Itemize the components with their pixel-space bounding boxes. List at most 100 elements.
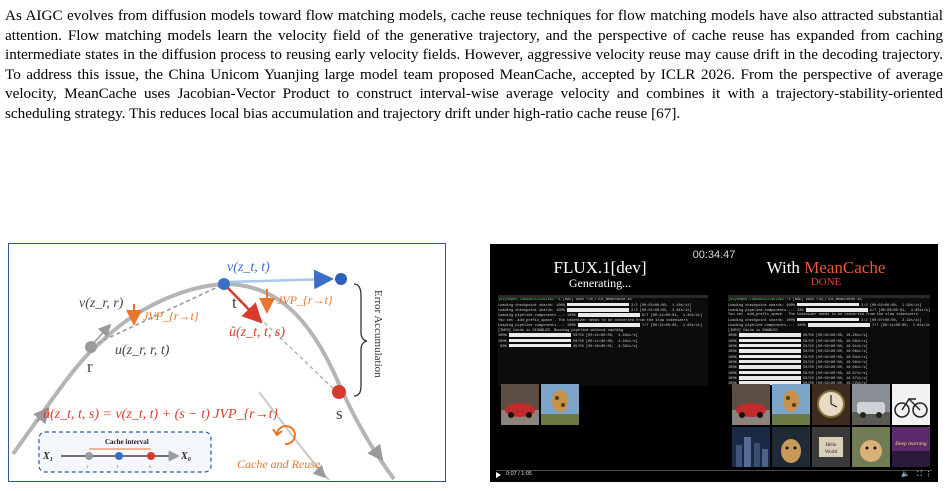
error-brace bbox=[353, 283, 368, 397]
terminal-line: 100% 50/50 [00:02<00:00, 16.06it/s] bbox=[728, 365, 868, 370]
elapsed-timer: 00:34.47 bbox=[692, 249, 736, 261]
terminal-line: 100% 50/50 [00:02<00:00, 16.09it/s] bbox=[728, 359, 868, 365]
label-error-accumulation: Error Accumulation bbox=[372, 290, 384, 378]
terminal-line: Loading checkpoint shards: 100% 2/2 [00:… bbox=[728, 317, 922, 323]
left-panel-title: FLUX.1[dev] bbox=[553, 258, 647, 277]
terminal-progress-bar bbox=[738, 343, 801, 348]
thumb-hello-world: Hello World bbox=[812, 427, 850, 467]
terminal-line: Loading pipeline components...: 100% 6/7… bbox=[498, 313, 703, 319]
svg-text:Hello: Hello bbox=[825, 443, 837, 448]
terminal-line: 100% 50/50 [00:02<00:00, 16.07it/s] bbox=[728, 375, 868, 381]
terminal-line: Loading pipeline components...: 100% 7/7… bbox=[498, 323, 703, 328]
terminal-line: Loading checkpoint shards: 100% 2/2 [00:… bbox=[498, 302, 692, 308]
left-terminal: jovyan@nb-1869883521361682:~$ [BAD] bash… bbox=[498, 295, 708, 386]
terminal-progress-bar bbox=[577, 323, 640, 327]
terminal-line: Loading checkpoint shards: 100% 2/2 [00:… bbox=[498, 307, 692, 313]
thumb-puppy bbox=[852, 427, 890, 467]
label-jvp-left: JVP_{r→t} bbox=[143, 309, 199, 323]
meancache-diagram: v(z_r, r) JVP_{r→t} u(z_r, r, t) r v(z_t… bbox=[8, 243, 446, 482]
terminal-progress-bar bbox=[738, 338, 801, 343]
point-r-marker bbox=[85, 341, 97, 353]
terminal-progress-bar bbox=[738, 333, 801, 337]
terminal-progress-bar bbox=[797, 302, 860, 307]
terminal-progress-bar bbox=[508, 333, 571, 337]
terminal-line: 100% 50/50 [00:02<00:00, 16.07it/s] bbox=[728, 370, 868, 376]
terminal-progress-bar bbox=[508, 338, 571, 343]
video-progress[interactable] bbox=[496, 470, 932, 471]
fullscreen-icon[interactable]: ⛶ bbox=[917, 470, 922, 478]
terminal-progress-bar bbox=[797, 317, 860, 322]
trajectory-svg: v(z_r, r) JVP_{r→t} u(z_r, r, t) r v(z_t… bbox=[11, 260, 396, 481]
target-marker bbox=[335, 273, 347, 285]
velocity-arrow bbox=[226, 269, 334, 290]
terminal-progress-bar bbox=[805, 307, 868, 312]
thumb-clock bbox=[812, 384, 850, 425]
legend-t: t bbox=[117, 465, 119, 470]
terminal-progress-bar bbox=[738, 359, 801, 364]
play-icon[interactable] bbox=[496, 472, 501, 478]
thumb-skyline bbox=[732, 427, 770, 467]
terminal-line: Loading pipeline components...: 100% 7/7… bbox=[728, 323, 930, 328]
terminal-progress-bar bbox=[738, 354, 801, 359]
terminal-progress-bar bbox=[807, 323, 870, 327]
svg-text:World: World bbox=[825, 450, 838, 455]
volume-icon[interactable]: 🔈 bbox=[901, 470, 910, 478]
legend-x1: X₁ bbox=[42, 451, 53, 462]
legend-s: s bbox=[149, 465, 151, 470]
terminal-line: [INFO] Cache is ENABLED bbox=[728, 328, 780, 333]
thumb-car-left bbox=[501, 384, 539, 425]
terminal-line: 90% 45/50 [00:10<00:01, 4.39it/s] bbox=[498, 343, 638, 349]
thumb-giraffe bbox=[772, 384, 810, 425]
label-point-t: t bbox=[232, 293, 237, 312]
legend-title: Cache interval bbox=[105, 438, 149, 446]
label-v-zt: v(z_t, t) bbox=[227, 260, 270, 275]
terminal-line: Loading pipeline components...: 33% 1/7 … bbox=[728, 307, 930, 313]
thumb-deep-learning: Deep learning bbox=[892, 427, 930, 467]
svg-text:Deep learning: Deep learning bbox=[894, 441, 927, 447]
thumb-giraffe-left bbox=[541, 384, 579, 425]
label-jvp-right: JVP_{r→t} bbox=[277, 293, 333, 307]
terminal-command-line: jovyan@nb-1869883521361682:~$ [BAD] bash… bbox=[498, 298, 632, 302]
terminal-command-line: jovyan@nb-1869883521361682:~$ [BAD] bash… bbox=[728, 298, 862, 302]
video-time: 0:07 / 1:05 bbox=[506, 471, 532, 477]
terminal-line: 100% 50/50 [00:02<00:00, 16.91it/s] bbox=[728, 343, 868, 349]
left-panel-status: Generating... bbox=[568, 276, 632, 290]
terminal-progress-bar bbox=[577, 313, 640, 317]
video-controls: 0:07 / 1:05 🔈 ⛶ ⋮ bbox=[490, 468, 938, 482]
point-t-marker bbox=[218, 278, 230, 290]
thumb-vintage-car bbox=[852, 384, 890, 425]
terminal-progress-bar bbox=[738, 381, 801, 385]
right-panel-status: DONE bbox=[810, 276, 842, 288]
more-options-icon[interactable]: ⋮ bbox=[925, 470, 932, 478]
terminal-progress-bar bbox=[738, 349, 801, 353]
point-s-marker bbox=[332, 385, 346, 399]
legend-r: r bbox=[87, 465, 89, 470]
body-paragraph: As AIGC evolves from diffusion models to… bbox=[5, 7, 943, 122]
terminal-line: Loading checkpoint shards: 100% 2/2 [00:… bbox=[728, 302, 922, 308]
label-u-zr: u(z_r, r, t) bbox=[115, 343, 170, 358]
thumb-car bbox=[732, 384, 770, 425]
terminal-progress-bar bbox=[567, 307, 630, 312]
uhat-arrow bbox=[225, 285, 263, 324]
terminal-line: 100% 50/50 [00:02<00:00, 16.04it/s] bbox=[728, 354, 868, 360]
label-point-s: s bbox=[336, 404, 343, 423]
thumb-dog bbox=[772, 427, 810, 467]
label-uhat: û(z_t, t, s) bbox=[229, 325, 285, 340]
terminal-progress-bar bbox=[567, 302, 630, 307]
label-point-r: r bbox=[87, 357, 93, 376]
label-cache-reuse: Cache and Reuse bbox=[237, 457, 321, 471]
terminal-line: 100% 50/50 [00:11<00:00, 4.48it/s] bbox=[498, 333, 638, 338]
terminal-line: You set add_prefix_space . The tokenizer… bbox=[498, 318, 690, 323]
label-v-zr: v(z_r, r) bbox=[79, 296, 124, 311]
terminal-line: 100% 50/50 [00:11<00:00, 4.48it/s] bbox=[498, 338, 638, 344]
demo-video[interactable]: 00:34.47 FLUX.1[dev] Generating... With … bbox=[490, 244, 938, 482]
terminal-progress-bar bbox=[508, 343, 571, 348]
right-panel-title: With MeanCache bbox=[766, 258, 886, 277]
cache-interval-legend bbox=[38, 431, 212, 473]
right-terminal: jovyan@nb-1869883521361682:~$ [BAD] bash… bbox=[728, 295, 930, 386]
terminal-progress-bar bbox=[738, 370, 801, 375]
terminal-line: You set add_prefix_space . The tokenizer… bbox=[728, 313, 920, 318]
cache-reuse-icon bbox=[276, 425, 296, 446]
terminal-line: [INFO] Cache is DISABLED. Running pipeli… bbox=[498, 328, 626, 333]
terminal-progress-bar bbox=[738, 375, 801, 380]
